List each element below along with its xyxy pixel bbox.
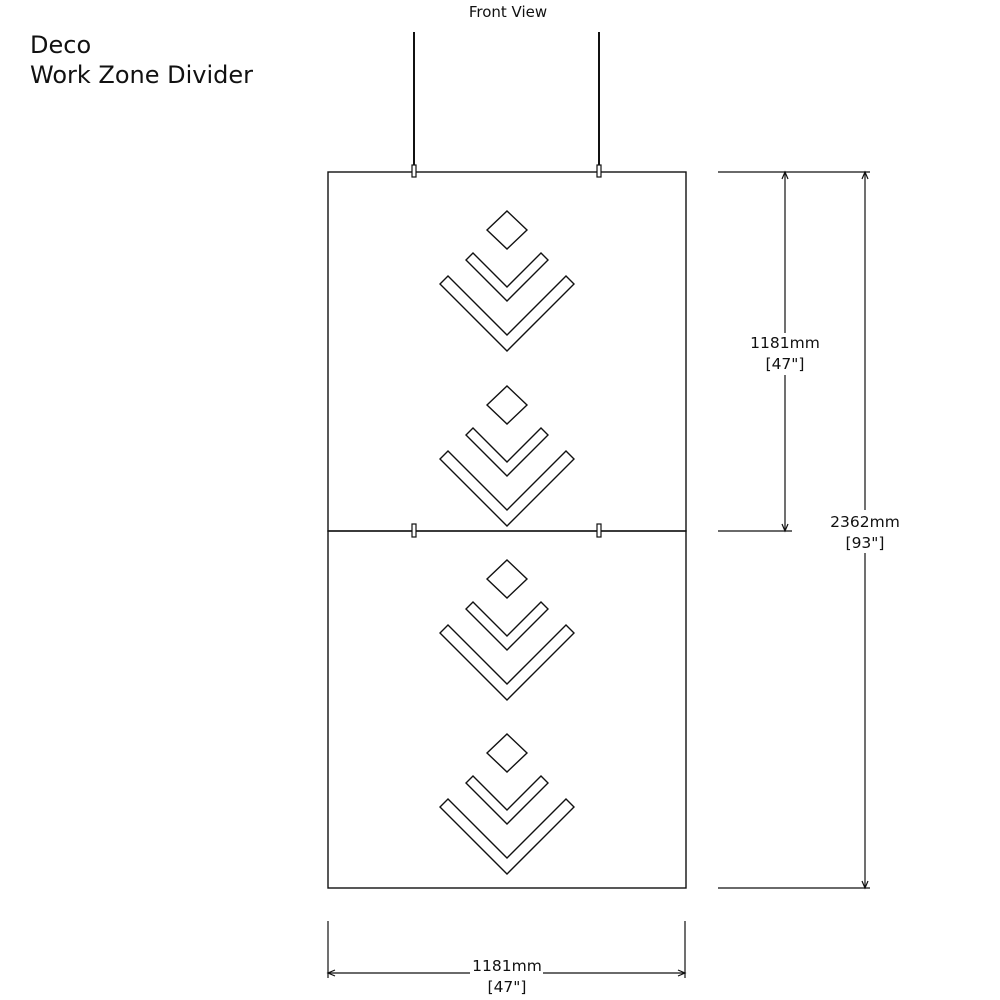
width-metric: 1181mm [472,957,542,975]
motif-chevron-1 [465,775,549,825]
panel-bottom [327,530,687,889]
motif-diamond [485,733,529,773]
deco-motif-1 [439,210,575,352]
hanging-cables [413,32,600,166]
width-imperial: [47"] [488,978,527,996]
deco-motifs [439,210,575,875]
motif-chevron-1 [465,601,549,651]
title-product-name: Deco [30,31,92,59]
clip-top-left [411,164,417,178]
deco-motif-4 [439,733,575,875]
motif-chevron-2 [439,275,575,352]
motif-diamond [485,210,529,250]
dimension-width [326,921,687,978]
clips [411,164,602,538]
title-product-type: Work Zone Divider [30,61,254,89]
drawing-title: Deco Work Zone Divider [30,30,253,90]
motif-chevron-1 [465,252,549,302]
dimension-total-height [718,170,870,890]
view-label: Front View [468,3,548,21]
clip-mid-right [596,523,602,538]
panel-height-metric: 1181mm [750,334,820,352]
panel-height-imperial: [47"] [766,355,805,373]
motif-chevron-2 [439,798,575,875]
motif-chevron-1 [465,427,549,477]
motif-diamond [485,559,529,599]
deco-motif-2 [439,385,575,527]
total-height-imperial: [93"] [846,534,885,552]
motif-diamond [485,385,529,425]
motif-chevron-2 [439,450,575,527]
clip-top-right [596,164,602,178]
total-height-metric: 2362mm [830,513,900,531]
motif-chevron-2 [439,624,575,701]
divider-panels [327,171,687,889]
dimension-panel-height [718,170,792,533]
clip-mid-left [411,523,417,538]
deco-motif-3 [439,559,575,701]
